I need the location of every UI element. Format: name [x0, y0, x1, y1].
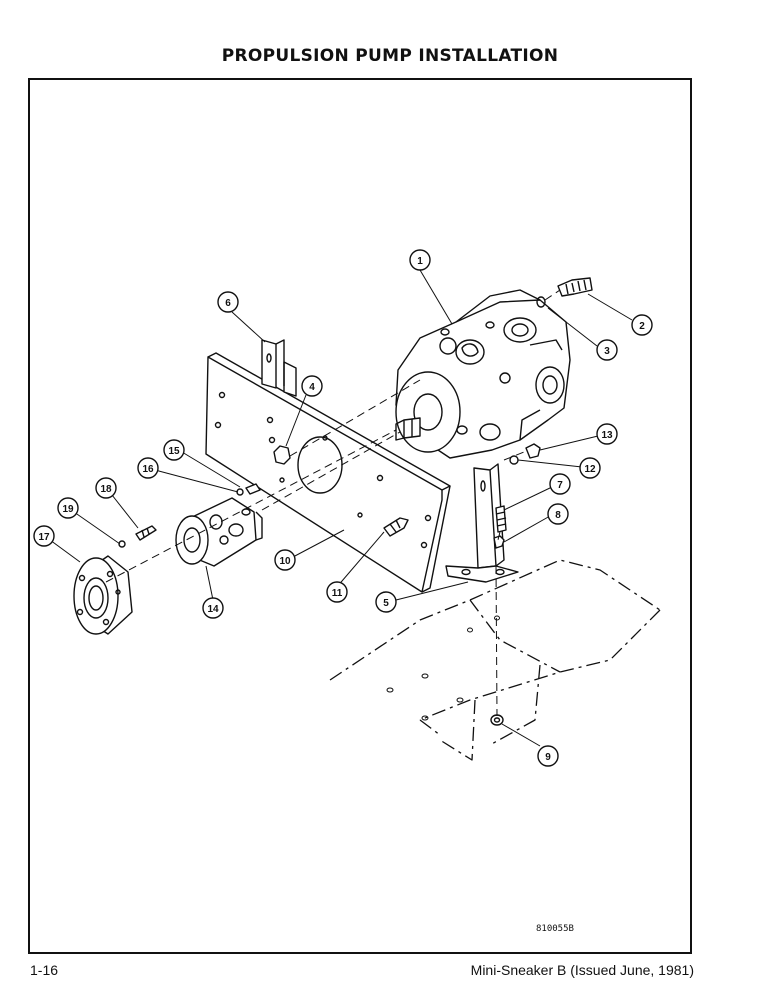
svg-text:19: 19 — [62, 504, 74, 515]
chassis-frame-outline — [329, 559, 661, 761]
leader-lines — [49, 269, 633, 747]
washer-3 — [536, 296, 546, 308]
svg-text:2: 2 — [639, 321, 645, 332]
callouts: 1 2 3 4 5 6 7 8 9 10 11 12 13 14 15 16 1… — [33, 249, 653, 767]
capscrew-11 — [383, 517, 409, 537]
callout-4: 4 — [301, 375, 323, 397]
washer-19 — [118, 540, 126, 548]
page-title: PROPULSION PUMP INSTALLATION — [221, 46, 559, 66]
callout-7: 7 — [549, 473, 571, 495]
capscrew-2 — [557, 277, 593, 297]
svg-text:6: 6 — [225, 298, 231, 309]
callout-2: 2 — [631, 314, 653, 336]
svg-text:5: 5 — [383, 598, 389, 609]
capscrew-7 — [495, 505, 507, 533]
coupler-14 — [175, 497, 263, 567]
callout-18: 18 — [95, 477, 117, 499]
adapter-flange-17 — [73, 555, 133, 635]
callout-8: 8 — [547, 503, 569, 525]
callout-1: 1 — [409, 249, 431, 271]
callout-3: 3 — [596, 339, 618, 361]
assembly-lines — [105, 289, 561, 717]
svg-text:13: 13 — [601, 430, 613, 441]
callout-15: 15 — [163, 439, 185, 461]
svg-text:10: 10 — [279, 556, 291, 567]
figure-frame — [28, 78, 692, 954]
nut-13 — [525, 443, 541, 459]
svg-text:14: 14 — [207, 604, 219, 615]
bracket-6 — [261, 339, 297, 397]
nut-9 — [490, 714, 504, 726]
svg-text:4: 4 — [309, 382, 315, 393]
chassis-holes — [386, 615, 500, 721]
callout-14: 14 — [202, 597, 224, 619]
svg-text:18: 18 — [100, 484, 112, 495]
callout-17: 17 — [33, 525, 55, 547]
svg-text:8: 8 — [555, 510, 561, 521]
callout-6: 6 — [217, 291, 239, 313]
callout-5: 5 — [375, 591, 397, 613]
bracket-5 — [445, 463, 519, 583]
callout-19: 19 — [57, 497, 79, 519]
callout-11: 11 — [326, 581, 348, 603]
nut-4 — [273, 445, 291, 465]
page-number: 1-16 — [30, 962, 59, 978]
svg-text:7: 7 — [557, 480, 563, 491]
callout-10: 10 — [274, 549, 296, 571]
svg-text:9: 9 — [545, 752, 551, 763]
callout-9: 9 — [537, 745, 559, 767]
svg-text:16: 16 — [142, 464, 154, 475]
callout-12: 12 — [579, 457, 601, 479]
capscrew-15 — [245, 483, 261, 495]
svg-text:15: 15 — [168, 446, 180, 457]
capscrew-18 — [135, 525, 157, 541]
svg-text:17: 17 — [38, 532, 50, 543]
propulsion-pump-1 — [395, 289, 571, 459]
manual-footer: Mini-Sneaker B (Issued June, 1981) — [470, 962, 694, 978]
callout-13: 13 — [596, 423, 618, 445]
svg-text:12: 12 — [584, 464, 596, 475]
figure-id: 810055B — [536, 924, 574, 934]
callout-16: 16 — [137, 457, 159, 479]
svg-text:3: 3 — [604, 346, 610, 357]
svg-text:1: 1 — [417, 256, 423, 267]
svg-text:11: 11 — [332, 588, 343, 599]
